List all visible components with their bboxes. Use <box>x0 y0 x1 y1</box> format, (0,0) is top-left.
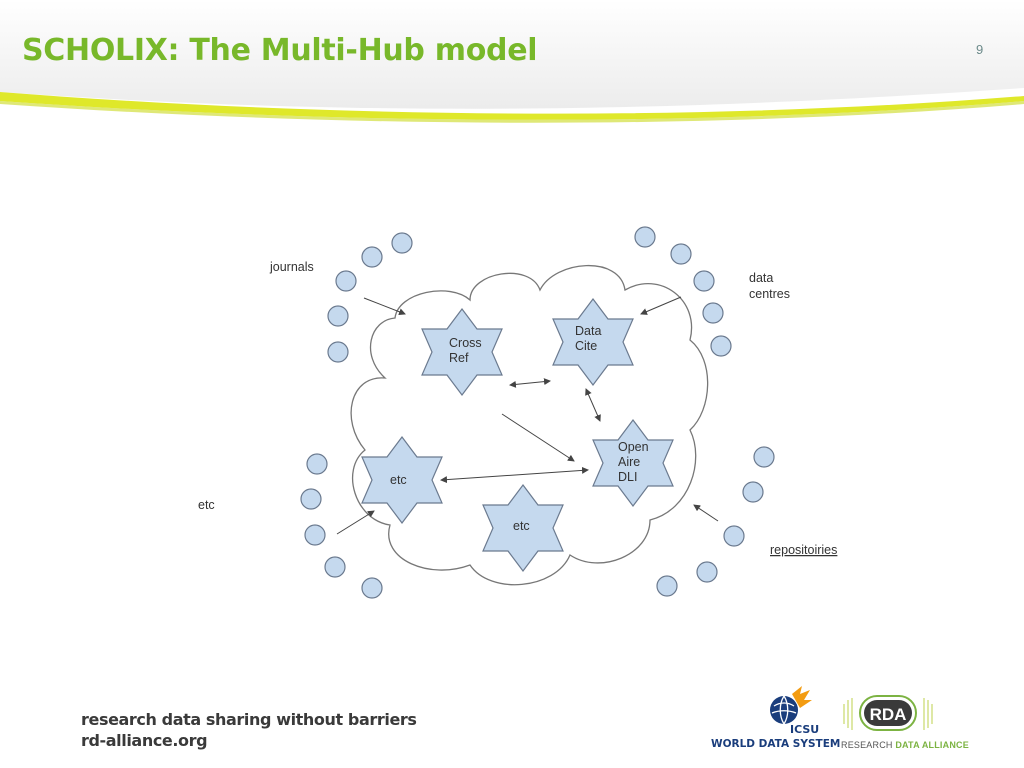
journals-label: journals <box>269 260 314 274</box>
journal-node <box>391 232 413 254</box>
openaire-hub-star <box>592 419 674 507</box>
data-centres-arrow <box>640 296 682 315</box>
rda-name-label: RESEARCH DATA ALLIANCE <box>841 740 969 750</box>
crossref-label: Cross <box>449 336 482 350</box>
data-centre-node <box>634 226 656 248</box>
etc-bottom-hub-star <box>482 484 564 572</box>
data-centres-label: data <box>749 271 773 285</box>
datacite-label: Cite <box>575 339 597 353</box>
crossref-label: Ref <box>449 351 469 365</box>
openaire-label: Open <box>618 440 649 454</box>
svg-text:RDA: RDA <box>870 705 907 724</box>
journal-node <box>335 270 357 292</box>
etc-openaire-link <box>440 466 589 484</box>
repository-node <box>696 561 718 583</box>
crossref-datacite-link <box>509 378 551 388</box>
repository-node <box>742 481 764 503</box>
etc-left-hub-label: etc <box>390 473 407 487</box>
data-centre-node <box>693 270 715 292</box>
repository-node <box>723 525 745 547</box>
other-node <box>361 577 383 599</box>
wds-label: WORLD DATA SYSTEM <box>711 738 841 750</box>
footer-tagline: research data sharing without barriers <box>81 710 417 729</box>
datacite-hub-star <box>552 298 634 386</box>
other-node <box>300 488 322 510</box>
slide-title: SCHOLIX: The Multi-Hub model <box>22 33 538 68</box>
icsu-globe-icon <box>770 686 812 725</box>
journal-node <box>327 341 349 363</box>
etc-left-hub-star <box>361 436 443 524</box>
multi-hub-diagram: journals data centres etc repositoiries … <box>198 226 837 599</box>
datacite-openaire-link <box>585 388 601 422</box>
etc-bottom-hub-label: etc <box>513 519 530 533</box>
repository-node <box>753 446 775 468</box>
repository-node <box>656 575 678 597</box>
other-node <box>306 453 328 475</box>
journals-arrow <box>363 297 406 316</box>
data-centre-node <box>702 302 724 324</box>
datacite-label: Data <box>575 324 601 338</box>
crossref-hub-star <box>421 308 503 396</box>
journal-node <box>327 305 349 327</box>
page-number: 9 <box>976 42 984 57</box>
other-node <box>304 524 326 546</box>
data-centre-node <box>710 335 732 357</box>
repositories-label: repositoiries <box>770 543 837 557</box>
etc-outer-label: etc <box>198 498 215 512</box>
other-node <box>324 556 346 578</box>
data-centres-label: centres <box>749 287 790 301</box>
openaire-label: DLI <box>618 470 637 484</box>
crossref-openaire-link <box>501 413 575 462</box>
rda-logo-icon: RDA <box>843 695 933 731</box>
footer-url[interactable]: rd-alliance.org <box>81 731 208 750</box>
etc-arrow <box>336 510 375 535</box>
repositories-arrow <box>693 504 719 522</box>
data-centre-node <box>670 243 692 265</box>
icsu-label: ICSU <box>790 723 820 736</box>
header-banner <box>0 0 1024 123</box>
journal-node <box>361 246 383 268</box>
openaire-label: Aire <box>618 455 640 469</box>
